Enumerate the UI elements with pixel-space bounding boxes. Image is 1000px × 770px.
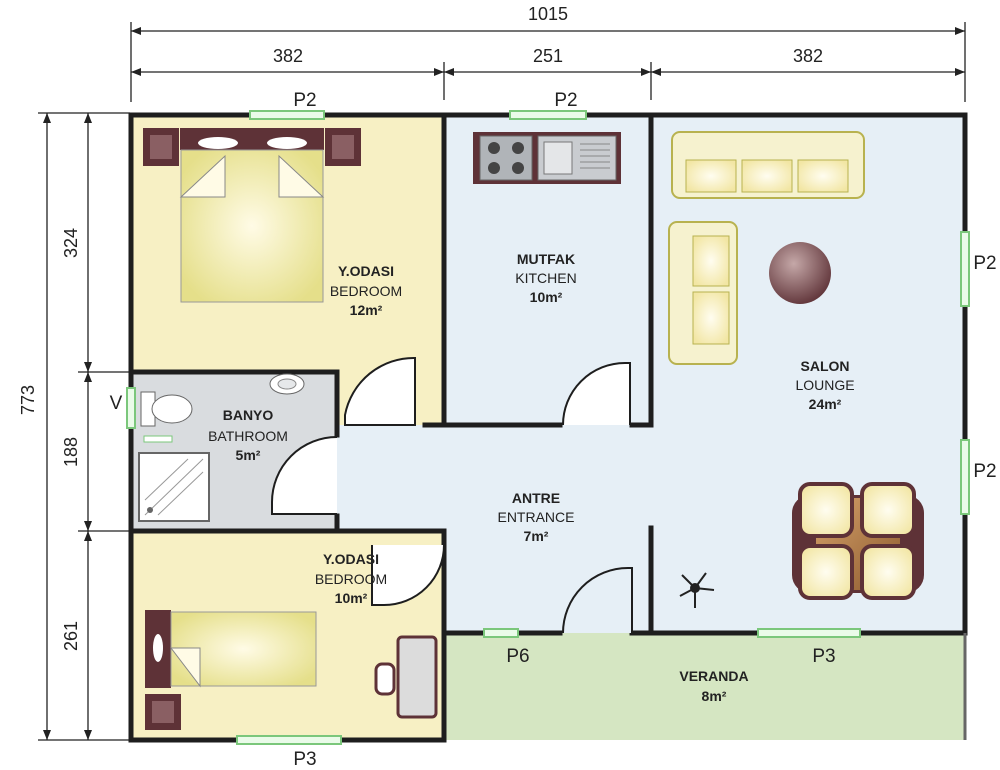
dim-total-height: 773 bbox=[18, 385, 38, 415]
svg-text:BEDROOM: BEDROOM bbox=[315, 571, 387, 587]
window-label-bedroom1: P2 bbox=[293, 90, 316, 111]
label-veranda: VERANDA 8m² bbox=[679, 668, 748, 704]
window-label-bedroom2: P3 bbox=[293, 749, 316, 770]
window-label-lounge-p3: P3 bbox=[812, 646, 835, 667]
chair bbox=[860, 482, 916, 538]
svg-text:KITCHEN: KITCHEN bbox=[515, 270, 576, 286]
dim-left-width: 382 bbox=[273, 46, 303, 66]
bathroom-fixtures bbox=[138, 373, 305, 522]
svg-text:10m²: 10m² bbox=[335, 590, 368, 606]
chair bbox=[798, 482, 854, 538]
svg-text:Y.ODASI: Y.ODASI bbox=[338, 263, 394, 279]
dim-top-height: 324 bbox=[61, 228, 81, 258]
svg-text:BATHROOM: BATHROOM bbox=[208, 428, 288, 444]
label-lounge: SALON LOUNGE 24m² bbox=[795, 358, 854, 412]
kitchen-counter bbox=[473, 132, 621, 184]
svg-text:10m²: 10m² bbox=[530, 289, 563, 305]
window-label-kitchen: P2 bbox=[554, 90, 577, 111]
svg-text:VERANDA: VERANDA bbox=[679, 668, 748, 684]
svg-text:SALON: SALON bbox=[801, 358, 850, 374]
pillow-right bbox=[267, 137, 307, 149]
svg-text:BEDROOM: BEDROOM bbox=[330, 283, 402, 299]
label-entrance: ANTRE ENTRANCE 7m² bbox=[497, 490, 574, 544]
entrance-door bbox=[562, 567, 633, 634]
bathroom-door bbox=[271, 436, 338, 515]
window-bedroom1-top bbox=[249, 110, 325, 120]
chair bbox=[798, 544, 854, 600]
svg-text:LOUNGE: LOUNGE bbox=[795, 377, 854, 393]
dim-total-width: 1015 bbox=[528, 4, 568, 24]
label-bedroom1: Y.ODASI BEDROOM 12m² bbox=[330, 263, 402, 318]
coffee-table bbox=[769, 242, 831, 304]
pillow bbox=[153, 634, 163, 662]
svg-text:ANTRE: ANTRE bbox=[512, 490, 560, 506]
window-label-lounge-lower: P2 bbox=[973, 461, 996, 482]
lounge-sofa-top bbox=[671, 131, 865, 199]
dim-middle-width: 251 bbox=[533, 46, 563, 66]
dining-set bbox=[792, 482, 924, 600]
window-label-p6: P6 bbox=[506, 646, 529, 667]
desk bbox=[396, 635, 438, 719]
svg-text:BANYO: BANYO bbox=[223, 407, 274, 423]
label-kitchen: MUTFAK KITCHEN 10m² bbox=[515, 251, 576, 305]
dimension-arrows bbox=[43, 27, 965, 740]
window-label-vent: V bbox=[110, 393, 123, 414]
bedroom1-furniture bbox=[143, 128, 361, 303]
dim-right-width: 382 bbox=[793, 46, 823, 66]
dim-bottom-height: 261 bbox=[61, 621, 81, 651]
doors bbox=[271, 356, 633, 634]
label-bathroom: BANYO BATHROOM 5m² bbox=[208, 407, 288, 463]
window-bedroom2-bottom bbox=[236, 735, 342, 745]
window-p6 bbox=[483, 628, 519, 638]
window-lounge-right-lower bbox=[960, 439, 970, 515]
plant-icon bbox=[679, 572, 715, 608]
kitchen-door bbox=[562, 362, 631, 426]
dimension-lines bbox=[38, 22, 966, 741]
svg-text:24m²: 24m² bbox=[809, 396, 842, 412]
window-kitchen-top bbox=[509, 110, 587, 120]
window-lounge-p3 bbox=[757, 628, 861, 638]
toilet-bowl bbox=[151, 394, 193, 424]
pillow-left bbox=[198, 137, 238, 149]
window-bathroom-vent bbox=[126, 387, 136, 429]
svg-text:ENTRANCE: ENTRANCE bbox=[497, 509, 574, 525]
bedroom1-door bbox=[344, 356, 416, 426]
svg-text:7m²: 7m² bbox=[524, 528, 549, 544]
windows bbox=[126, 110, 970, 745]
double-bed bbox=[180, 149, 324, 303]
stove bbox=[479, 135, 533, 181]
lounge-sofa-left bbox=[668, 221, 738, 365]
chair bbox=[860, 544, 916, 600]
bedroom2-door bbox=[371, 544, 445, 606]
svg-text:12m²: 12m² bbox=[350, 302, 383, 318]
svg-text:5m²: 5m² bbox=[236, 447, 261, 463]
label-bedroom2: Y.ODASI BEDROOM 10m² bbox=[315, 551, 387, 606]
svg-text:8m²: 8m² bbox=[702, 688, 727, 704]
dim-middle-height: 188 bbox=[61, 437, 81, 467]
svg-text:MUTFAK: MUTFAK bbox=[517, 251, 575, 267]
bedroom2-furniture bbox=[145, 610, 438, 730]
veranda-floor bbox=[444, 633, 965, 740]
window-lounge-right-upper bbox=[960, 231, 970, 307]
window-label-lounge-upper: P2 bbox=[973, 253, 996, 274]
desk-chair bbox=[374, 662, 396, 696]
svg-text:Y.ODASI: Y.ODASI bbox=[323, 551, 379, 567]
